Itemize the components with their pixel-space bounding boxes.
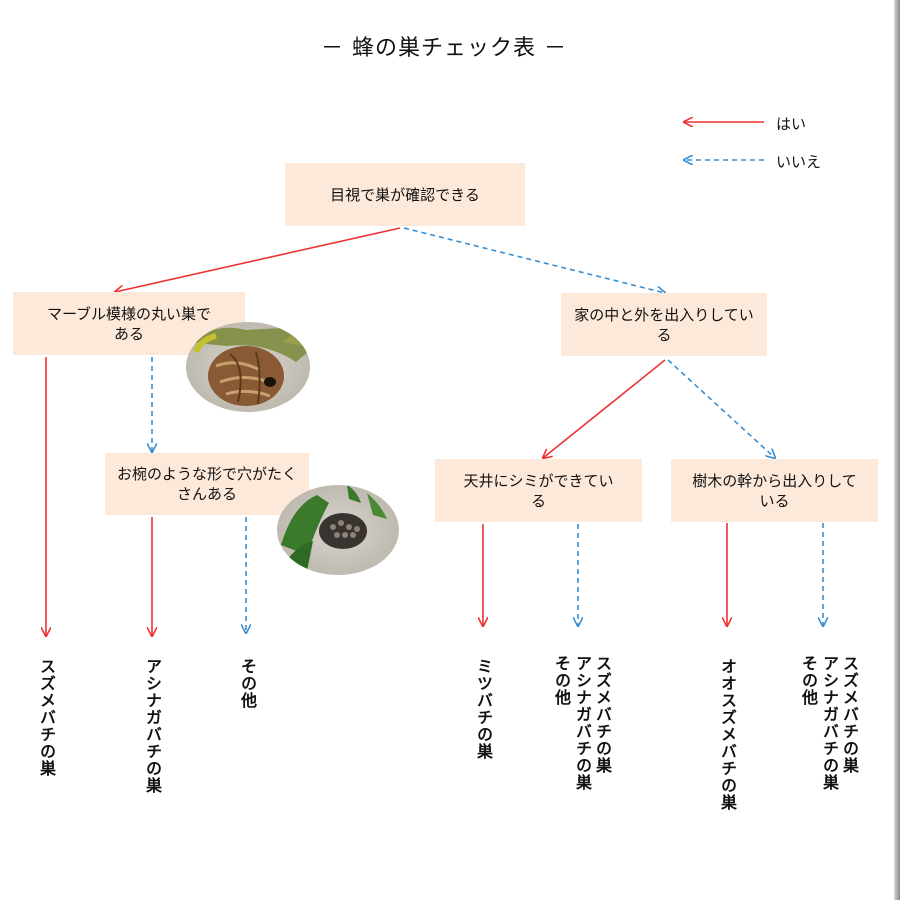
node-root: 目視で巣が確認できる bbox=[285, 163, 525, 226]
result-suzumebachi: スズメバチの巣 bbox=[37, 658, 56, 777]
arrow-in-out-no bbox=[667, 359, 775, 458]
result-mitsubachi: ミツバチの巣 bbox=[474, 658, 493, 760]
result-tree-no-2: アシナガバチの巣 bbox=[820, 655, 839, 791]
node-in-out: 家の中と外を出入りしている bbox=[561, 293, 767, 356]
result-sonota-bowl: その他 bbox=[238, 658, 257, 709]
result-ceiling-no-3: その他 bbox=[552, 655, 571, 706]
result-ashinagabachi: アシナガバチの巣 bbox=[143, 658, 162, 794]
legend-no-label: いいえ bbox=[776, 153, 822, 171]
arrow-root-to-marble bbox=[115, 227, 401, 292]
result-oosuzumebachi: オオスズメバチの巣 bbox=[718, 658, 737, 811]
arrow-root-to-in-out bbox=[403, 227, 665, 293]
legend-yes-label: はい bbox=[776, 115, 807, 133]
node-marble: マーブル模様の丸い巣である bbox=[13, 292, 245, 355]
page-title: － 蜂の巣チェック表 － bbox=[321, 36, 567, 61]
marble-nest-photo bbox=[186, 322, 310, 412]
bowl-nest-photo bbox=[277, 485, 399, 575]
result-tree-no-1: スズメバチの巣 bbox=[840, 655, 859, 774]
node-bowl: お椀のような形で穴がたくさんある bbox=[105, 453, 309, 515]
arrow-in-out-yes bbox=[543, 359, 666, 458]
window-edge bbox=[894, 0, 900, 900]
result-ceiling-no-1: スズメバチの巣 bbox=[593, 655, 612, 774]
node-tree: 樹木の幹から出入りしている bbox=[671, 459, 878, 522]
result-tree-no-3: その他 bbox=[799, 655, 818, 706]
result-ceiling-no-2: アシナガバチの巣 bbox=[573, 655, 592, 791]
node-ceiling: 天井にシミができている bbox=[435, 459, 642, 522]
